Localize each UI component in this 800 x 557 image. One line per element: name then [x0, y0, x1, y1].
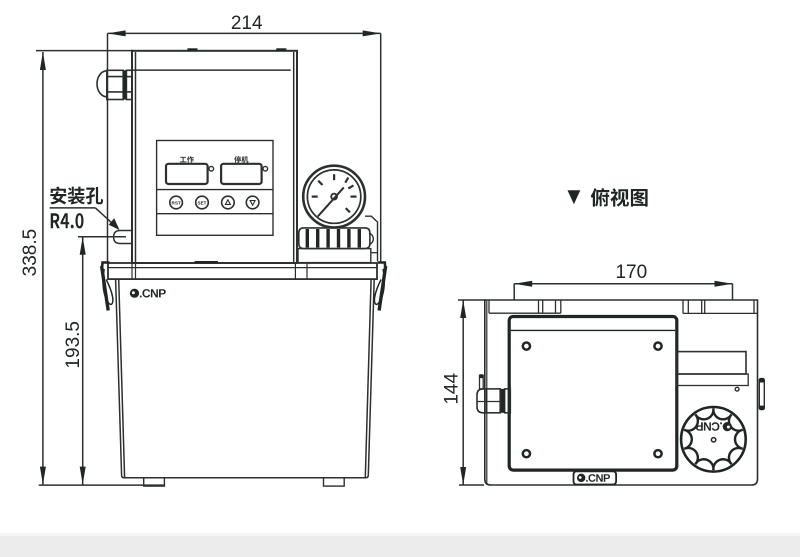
svg-text:338.5: 338.5: [20, 229, 41, 277]
svg-text:SET: SET: [198, 200, 207, 205]
svg-text:144: 144: [442, 373, 463, 405]
svg-text:193.5: 193.5: [63, 321, 84, 369]
svg-text:170: 170: [615, 262, 647, 283]
svg-text:RST: RST: [172, 200, 181, 205]
svg-text:214: 214: [231, 13, 263, 34]
